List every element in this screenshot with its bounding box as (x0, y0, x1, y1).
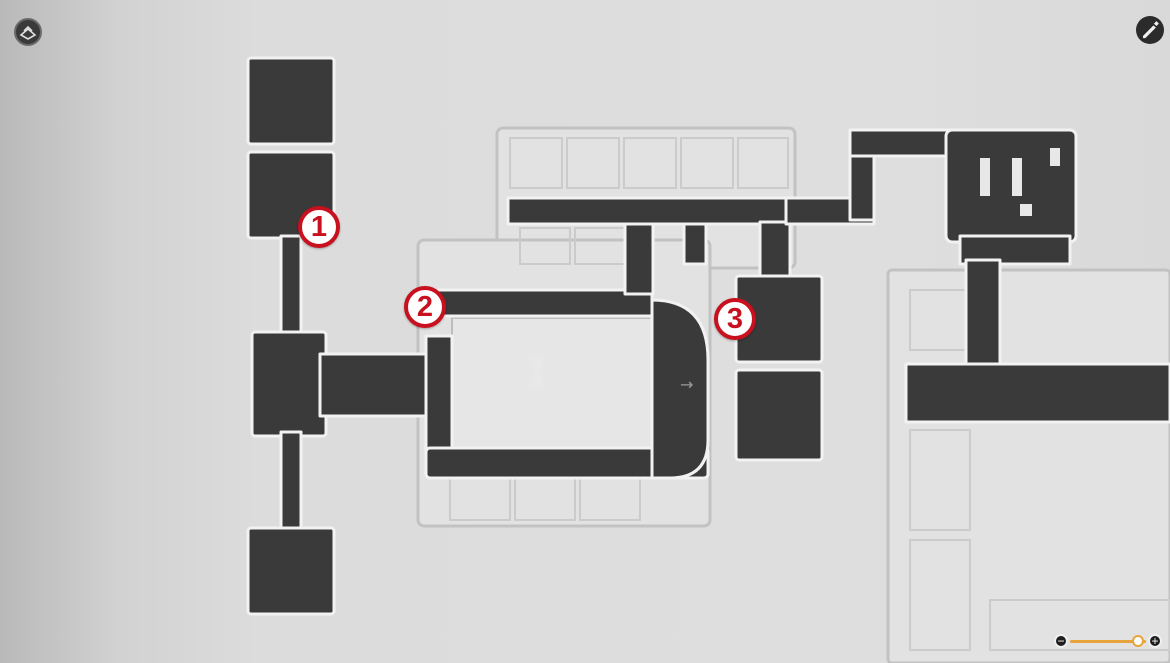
zoom-knob[interactable] (1132, 635, 1145, 647)
central-icon-shape (528, 356, 546, 388)
edit-map-icon (1143, 21, 1159, 39)
map-layers-button[interactable] (14, 18, 42, 46)
room-east-lower (734, 368, 824, 462)
corridor-ne-down (964, 258, 1002, 372)
marker-3[interactable]: 3 (714, 298, 756, 340)
corridor-link-up (623, 220, 655, 296)
zoom-out-button[interactable]: − (1054, 634, 1068, 648)
corridor-central-south (424, 446, 710, 480)
corridor-central-east-curve (650, 298, 710, 480)
corridor-east-long (904, 362, 1170, 424)
corridor-ne-top (848, 128, 952, 158)
room-south (246, 526, 336, 616)
corridor-west-east (318, 352, 428, 418)
corridor-west-vertical-lower (279, 430, 303, 534)
marker-2[interactable]: 2 (404, 286, 446, 328)
marker-1[interactable]: 1 (298, 206, 340, 248)
corridor-west-vertical-upper (279, 234, 303, 338)
corridor-central-north (424, 288, 654, 318)
zoom-in-button[interactable]: + (1148, 634, 1162, 648)
room-northeast (944, 128, 1078, 244)
map-layers-icon (19, 25, 37, 40)
central-room-interior (451, 317, 653, 449)
edit-map-button[interactable] (1136, 16, 1164, 44)
room-west-hub (250, 330, 328, 438)
arrow-icon: → (680, 375, 693, 394)
zoom-slider[interactable]: − + (1050, 630, 1166, 654)
corridor-central-west (424, 334, 454, 470)
corridor-upper-horizontal (506, 196, 790, 226)
light-area-east-building (886, 268, 1170, 663)
corridor-stub (682, 220, 708, 266)
room-north-1 (246, 56, 336, 146)
zoom-track[interactable] (1070, 640, 1146, 643)
corridor-east-link (758, 220, 792, 280)
